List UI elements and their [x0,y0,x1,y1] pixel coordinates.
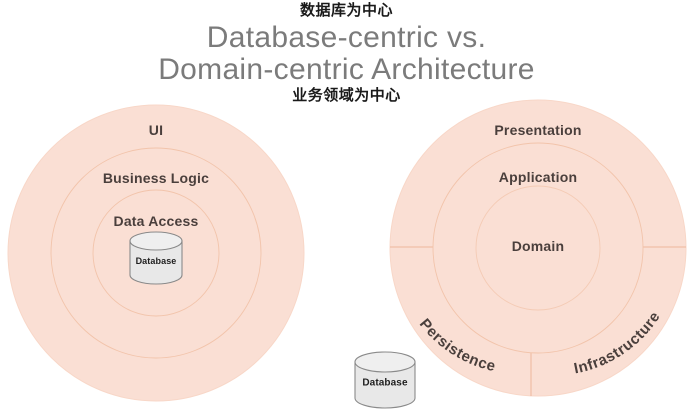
cylinder-top [129,231,183,251]
cylinder-body [354,361,416,409]
right-architecture-circles [389,99,687,397]
cylinder-body [129,240,183,285]
left-database-label-wrap: Database [130,233,182,283]
cylinder-top [354,351,416,373]
bottom-database-label-wrap: Database [355,351,415,407]
left-database-cylinder [129,231,183,285]
bottom-database-cylinder [354,351,416,409]
left-database-label: Database [135,256,177,266]
bottom-database-label: Database [362,377,408,389]
right-ring-domain [475,185,601,311]
